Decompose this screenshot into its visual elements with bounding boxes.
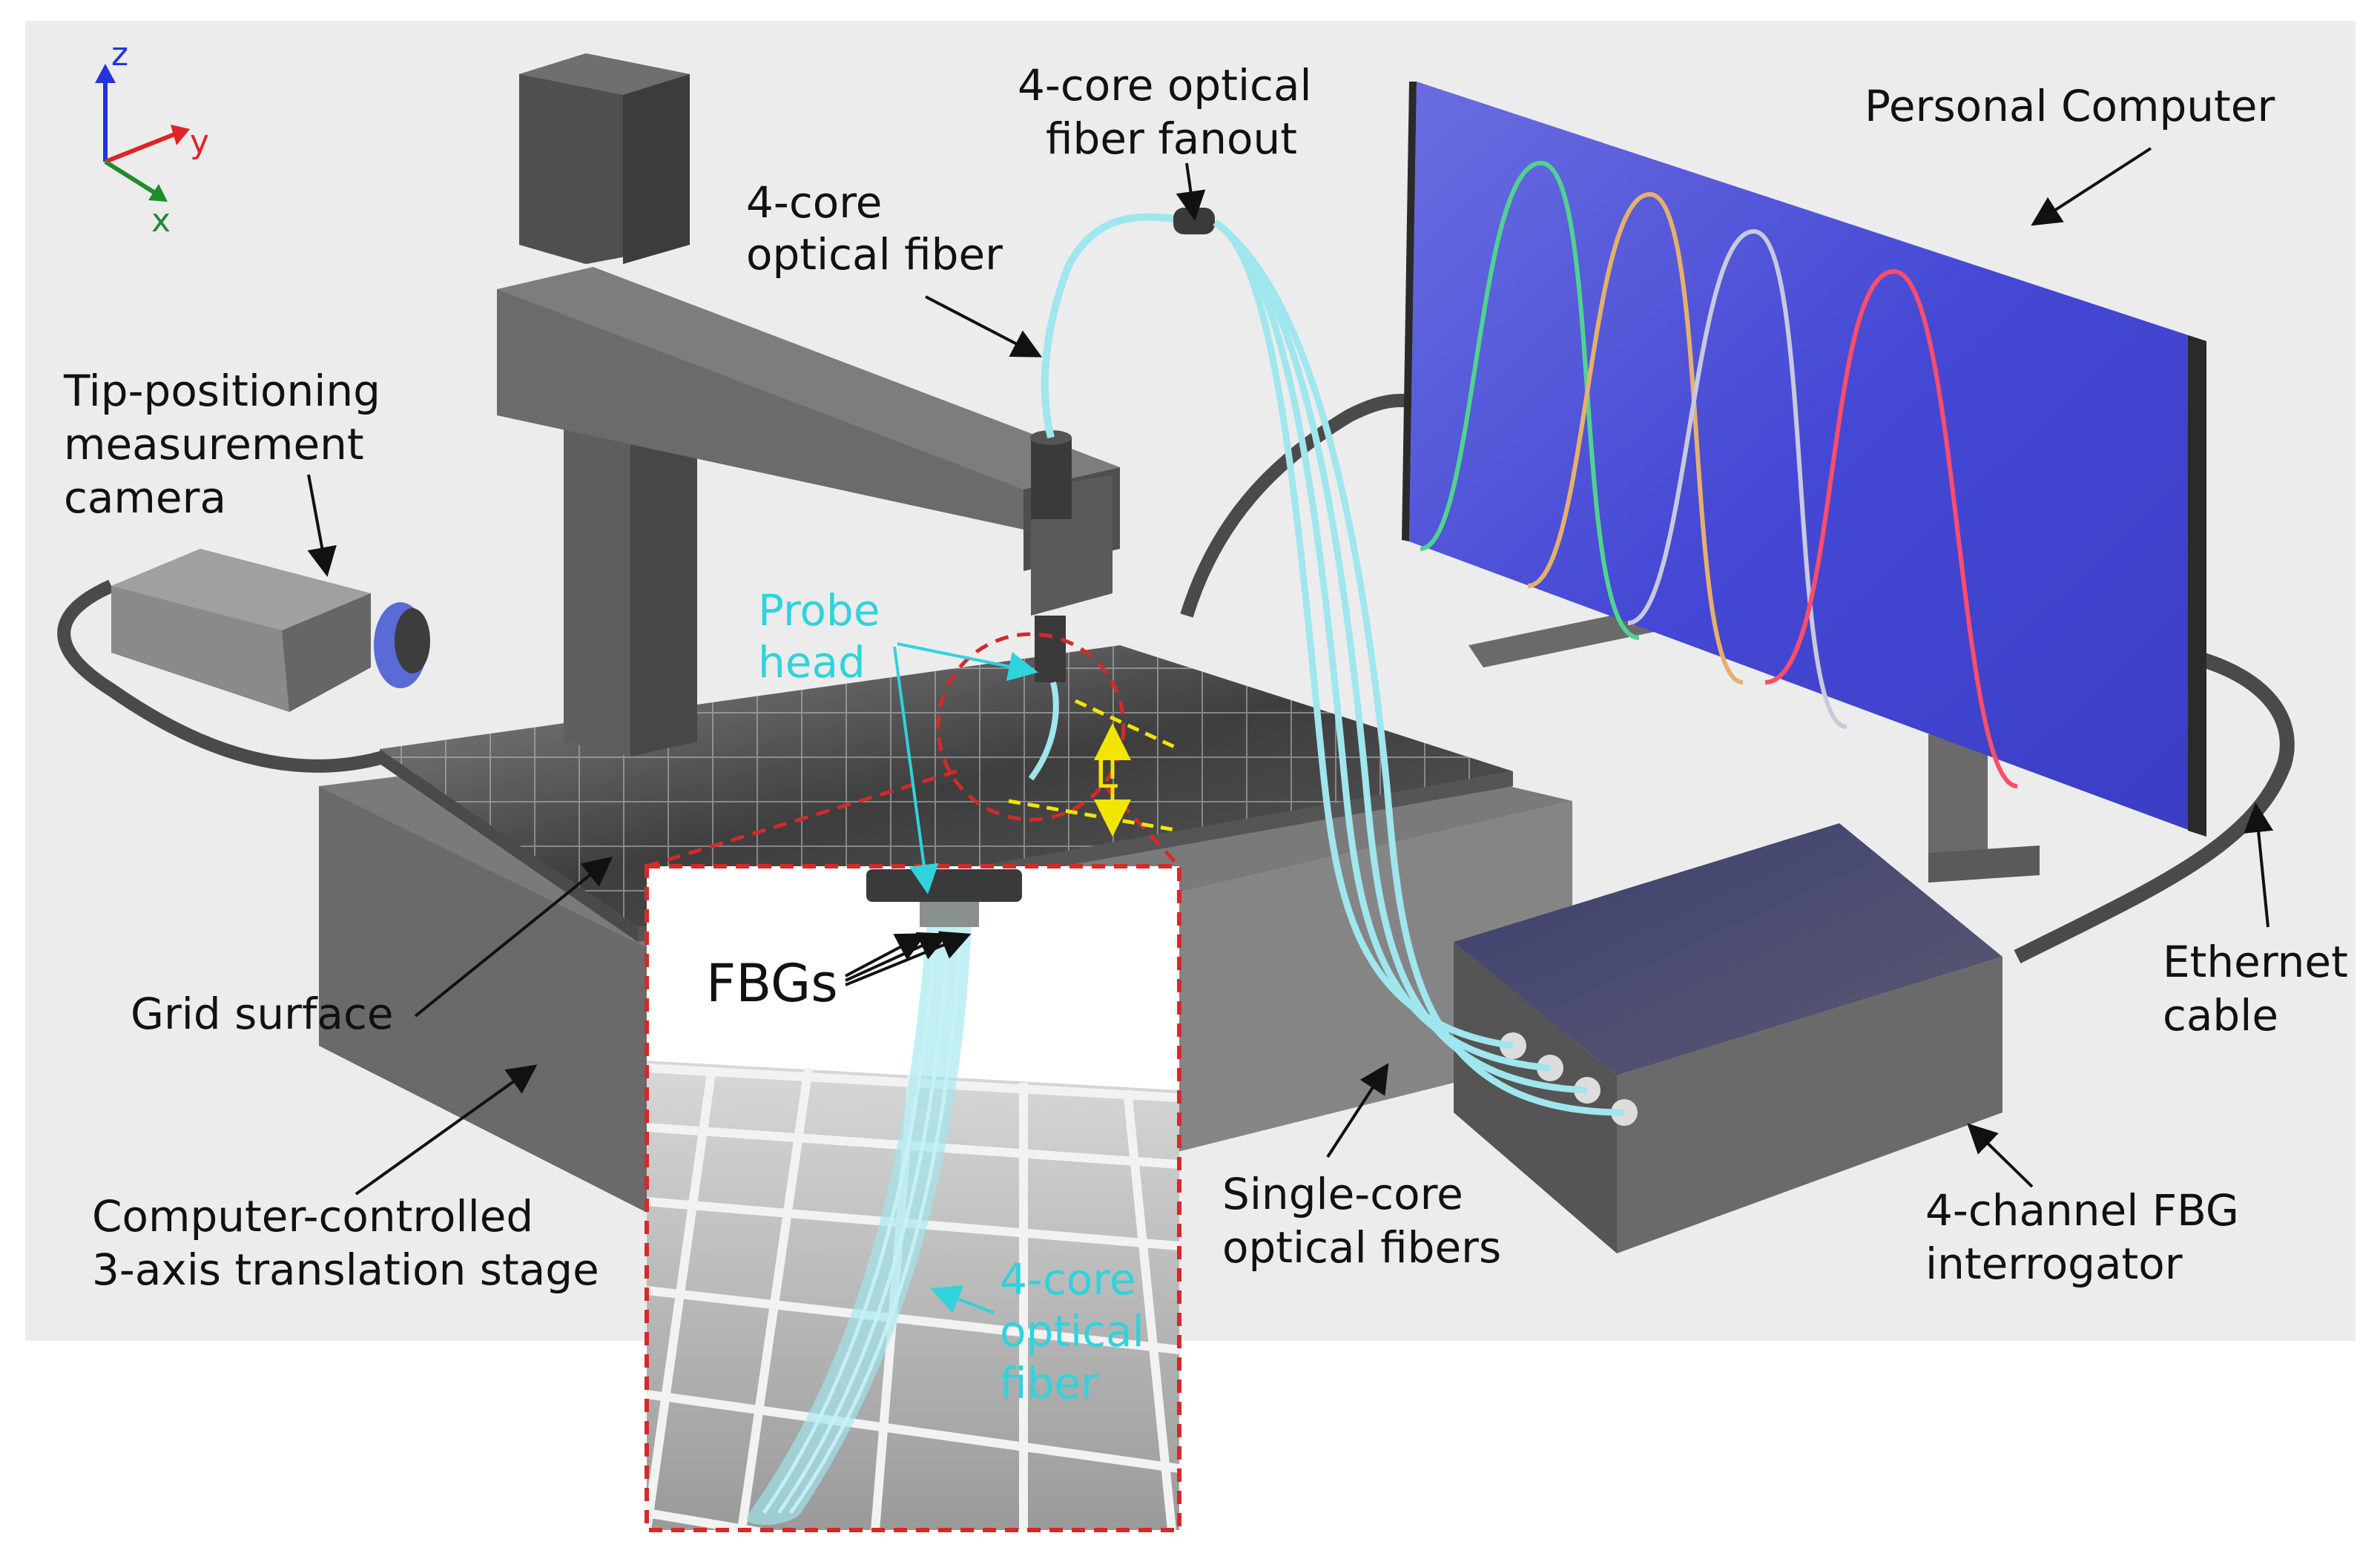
ethernet-label-2: cable: [2163, 990, 2278, 1041]
fanout-label-2: fiber fanout: [1046, 113, 1297, 164]
camera-cable: [57, 579, 388, 773]
axis-y-label: y: [190, 123, 209, 161]
gantry: [497, 53, 1120, 756]
inset-fiber-label-3: fiber: [1000, 1358, 1098, 1408]
single-core-label-2: optical fibers: [1222, 1222, 1501, 1273]
spectrum-peak-3: [1627, 228, 1847, 729]
inset-fiber-label-1: 4-core: [1000, 1254, 1135, 1305]
single-core-label-1: Single-core: [1222, 1169, 1463, 1219]
single-core-arrow: [1326, 1063, 1389, 1158]
length-dimension: [1008, 699, 1181, 837]
length-label: L: [1095, 750, 1118, 798]
stage-label-1: Computer-controlled: [92, 1191, 533, 1242]
pc-label: Personal Computer: [1865, 81, 2275, 131]
interrogator-label-2: interrogator: [1925, 1239, 2183, 1289]
ethernet-label-1: Ethernet: [2163, 937, 2348, 987]
inset: [645, 864, 1181, 1532]
grid-arrow: [414, 856, 613, 1018]
fbgs-label: FBGs: [706, 953, 838, 1014]
camera-label-1: Tip-positioning: [63, 366, 380, 416]
probe-arrows: [893, 642, 1038, 894]
grid-label: Grid surface: [131, 989, 394, 1039]
spectrum-peak-4: [1764, 268, 2018, 788]
single-core-fibers: [1213, 219, 1625, 1116]
spectrum-peak-2: [1527, 191, 1744, 685]
fanout-arrow: [1176, 162, 1206, 221]
camera-label-3: camera: [64, 472, 226, 523]
inset-fiber-label-2: optical: [1000, 1306, 1144, 1356]
probe-label-1: Probe: [758, 585, 880, 636]
fanout-label-1: 4-core optical: [1018, 60, 1312, 111]
stage-label-2: 3-axis translation stage: [92, 1245, 599, 1295]
fbgs-arrows: [845, 931, 972, 986]
fiber-label-1: 4-core: [746, 177, 882, 228]
camera-label-2: measurement: [64, 419, 364, 469]
probe-fiber: [1028, 682, 1059, 781]
axis-z-label: z: [111, 36, 128, 73]
pc-arrow: [2031, 147, 2152, 226]
camera: [111, 549, 430, 712]
xyz-axes-icon: [95, 64, 190, 202]
spectrum-peak-1: [1420, 160, 1640, 640]
stage-arrow: [355, 1064, 538, 1196]
axis-x-label: x: [151, 202, 171, 240]
ethernet-cable: [2014, 645, 2295, 963]
interrogator-arrow: [1967, 1123, 2034, 1188]
inset-fiber-arrow: [930, 1285, 995, 1314]
four-core-fiber: [1041, 213, 1196, 439]
fiber-label-2: optical fiber: [746, 229, 1003, 280]
interrogator-label-1: 4-channel FBG: [1925, 1185, 2239, 1236]
fiber-arrow: [925, 295, 1043, 357]
ethernet-arrow: [2244, 802, 2274, 928]
probe-label-2: head: [758, 637, 866, 688]
camera-arrow: [307, 474, 337, 577]
